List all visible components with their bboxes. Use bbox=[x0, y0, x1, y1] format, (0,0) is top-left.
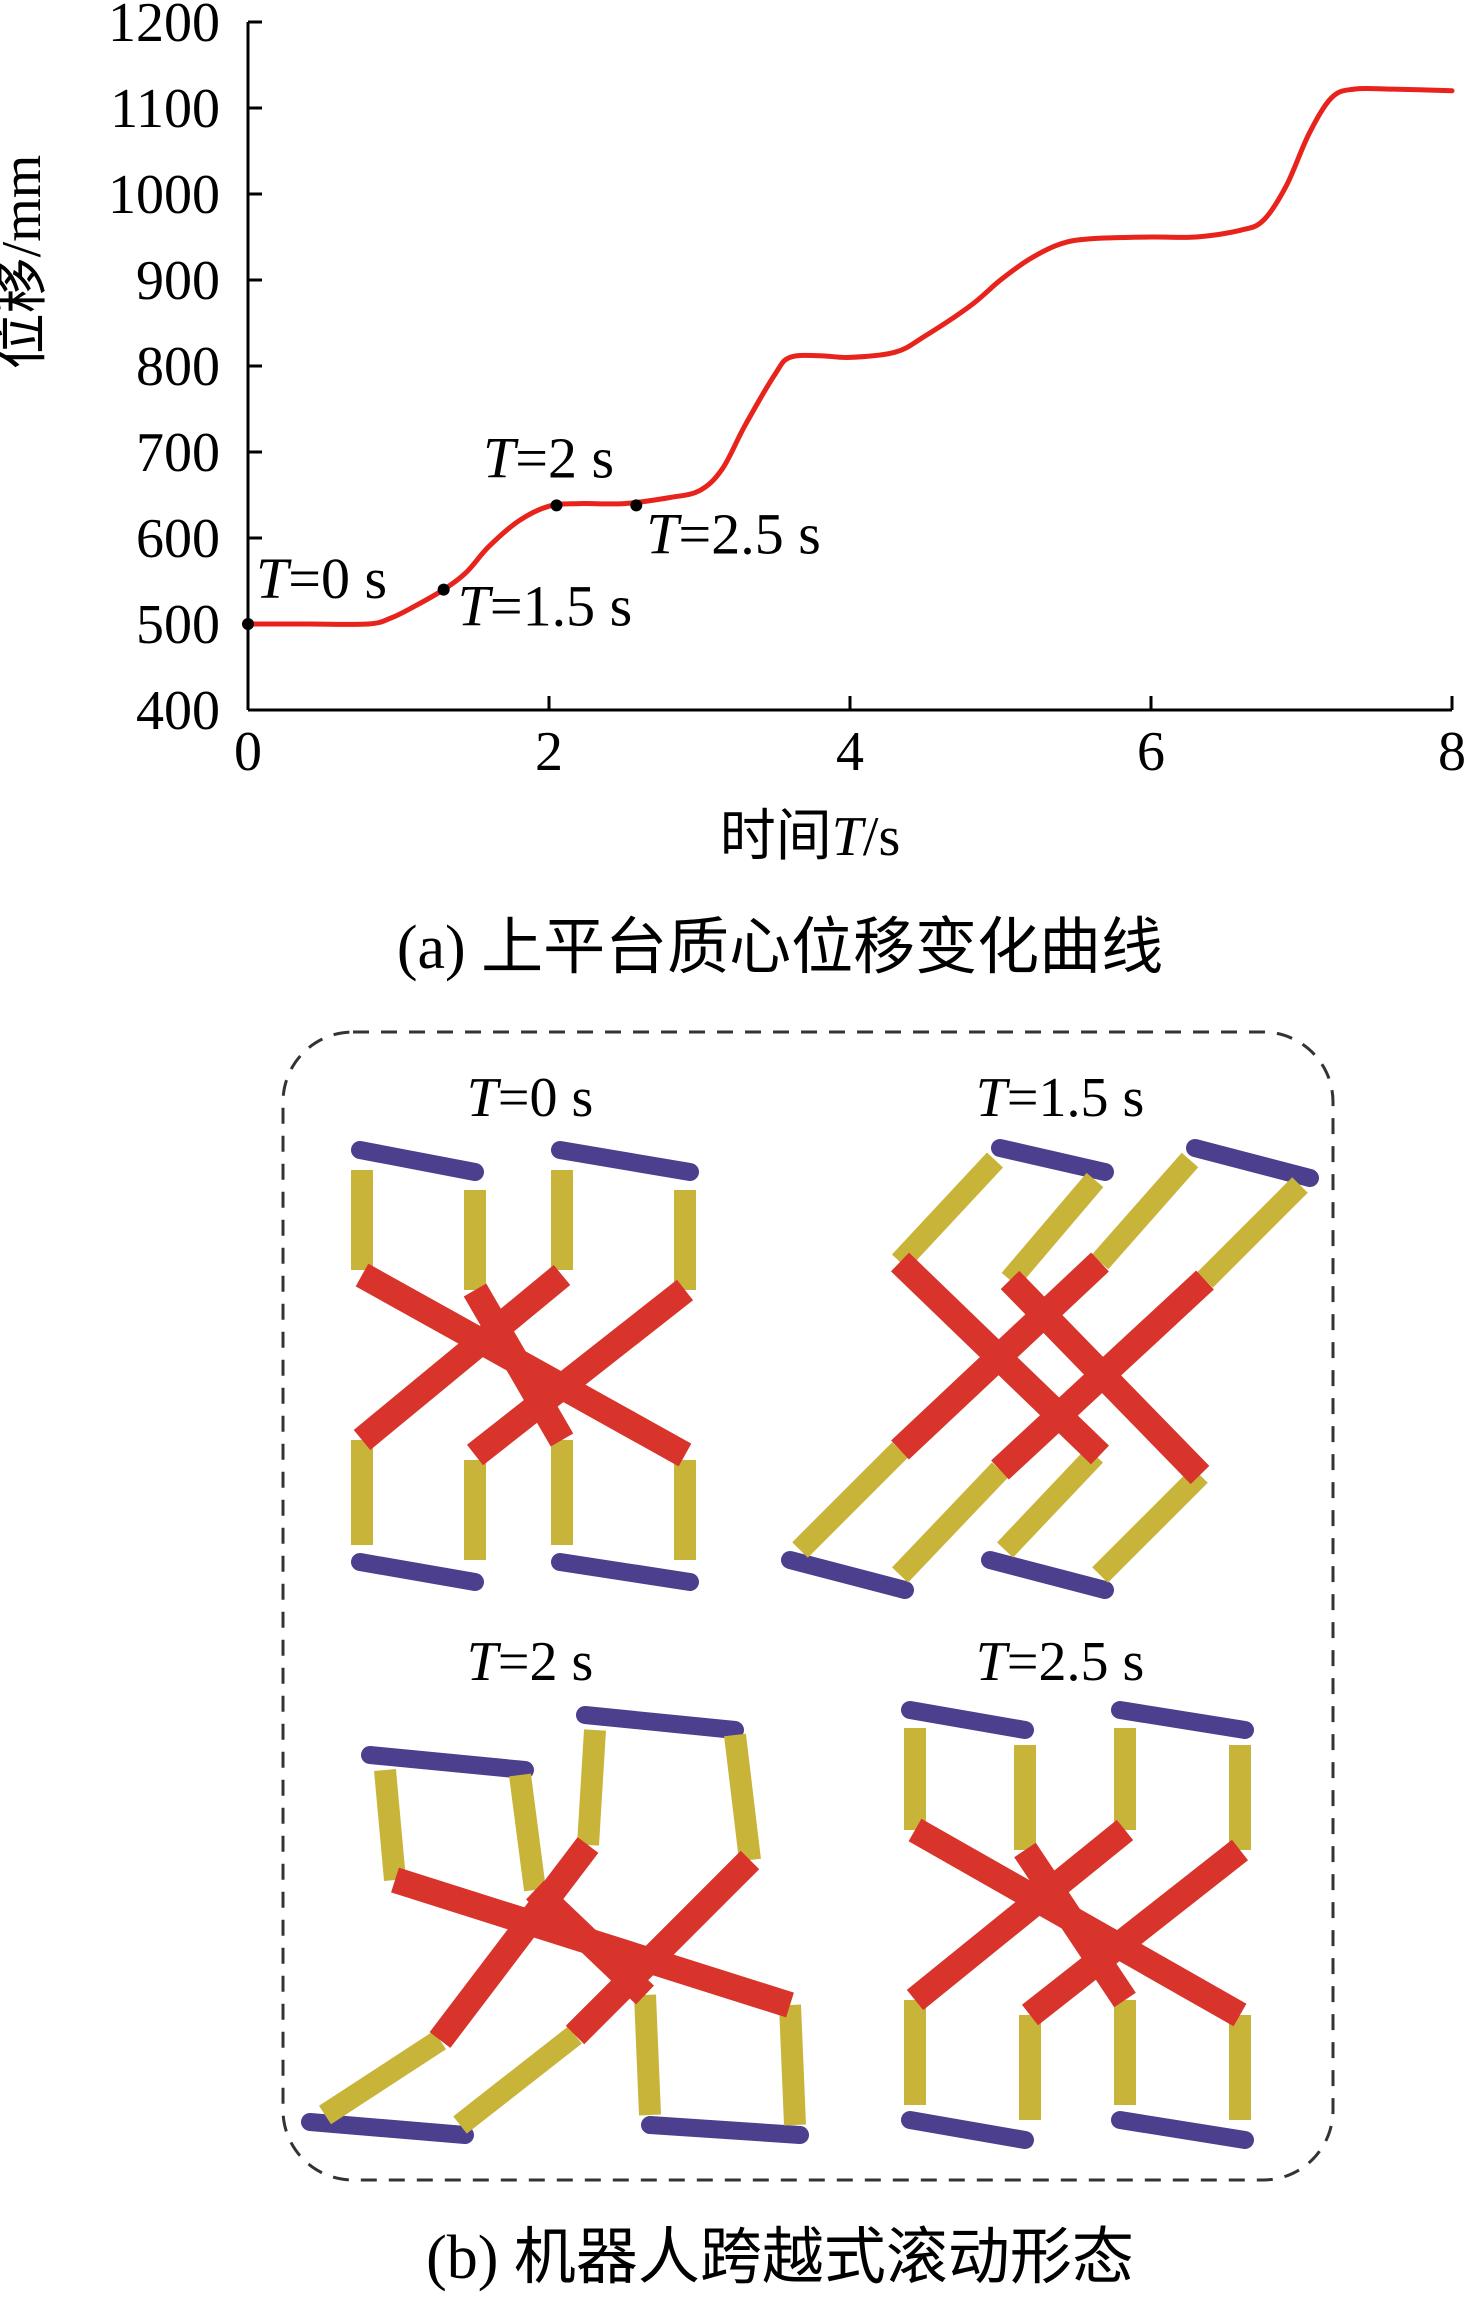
time-marker-label: T=1.5 s bbox=[458, 574, 633, 639]
x-tick-label: 0 bbox=[234, 721, 262, 783]
x-tick-label: 6 bbox=[1137, 721, 1165, 783]
caption-a: (a) 上平台质心位移变化曲线 bbox=[397, 914, 1163, 982]
time-marker-label: T=2 s bbox=[483, 425, 614, 490]
time-marker-label: T=0 s bbox=[256, 546, 387, 611]
x-tick-label: 4 bbox=[836, 721, 864, 783]
time-marker-point bbox=[242, 618, 254, 630]
y-tick-label: 400 bbox=[136, 680, 220, 742]
panel-title-t0: T=0 s bbox=[467, 1067, 594, 1129]
panel-title-t2-5: T=2.5 s bbox=[976, 1631, 1145, 1693]
y-tick-label: 700 bbox=[136, 422, 220, 484]
caption-b: (b) 机器人跨越式滚动形态 bbox=[426, 2224, 1134, 2292]
y-tick-label: 800 bbox=[136, 336, 220, 398]
y-tick-label: 500 bbox=[136, 594, 220, 656]
robot-configuration-t1-5 bbox=[781, 1139, 1319, 1599]
panel-frame bbox=[281, 1030, 1335, 2182]
time-marker-label: T=2.5 s bbox=[646, 501, 821, 566]
panel-title-t1-5: T=1.5 s bbox=[976, 1067, 1145, 1129]
x-tick-label: 8 bbox=[1438, 721, 1466, 783]
robot-configuration-t2 bbox=[301, 1706, 809, 2144]
time-marker-point bbox=[437, 583, 450, 596]
robot-configuration-t2-5 bbox=[901, 1701, 1254, 2149]
y-tick-label: 600 bbox=[136, 508, 220, 570]
time-marker-point bbox=[550, 499, 563, 512]
panel-title-t2: T=2 s bbox=[467, 1631, 594, 1693]
displacement-series-line bbox=[245, 85, 1455, 627]
time-marker-point bbox=[630, 499, 643, 512]
y-tick-label: 1000 bbox=[108, 164, 220, 226]
x-axis-label: 时间T/s bbox=[720, 806, 901, 868]
time-markers: T=0 s T=1.5 s T=2 s T=2.5 s bbox=[242, 425, 821, 639]
y-axis-ticks: 400 500 600 700 800 900 1000 1100 1200 bbox=[108, 0, 262, 742]
displacement-chart: 400 500 600 700 800 900 1000 1100 1200 0 2 4 6 8 T=0… bbox=[0, 0, 1466, 868]
y-tick-label: 1200 bbox=[108, 0, 220, 54]
x-tick-label: 2 bbox=[535, 721, 563, 783]
x-axis-ticks: 0 2 4 6 8 bbox=[234, 696, 1466, 783]
y-tick-label: 1100 bbox=[110, 78, 220, 140]
y-axis-label: 位移/mm bbox=[0, 155, 53, 370]
robot-configuration-t0 bbox=[351, 1141, 699, 1591]
y-tick-label: 900 bbox=[136, 250, 220, 312]
